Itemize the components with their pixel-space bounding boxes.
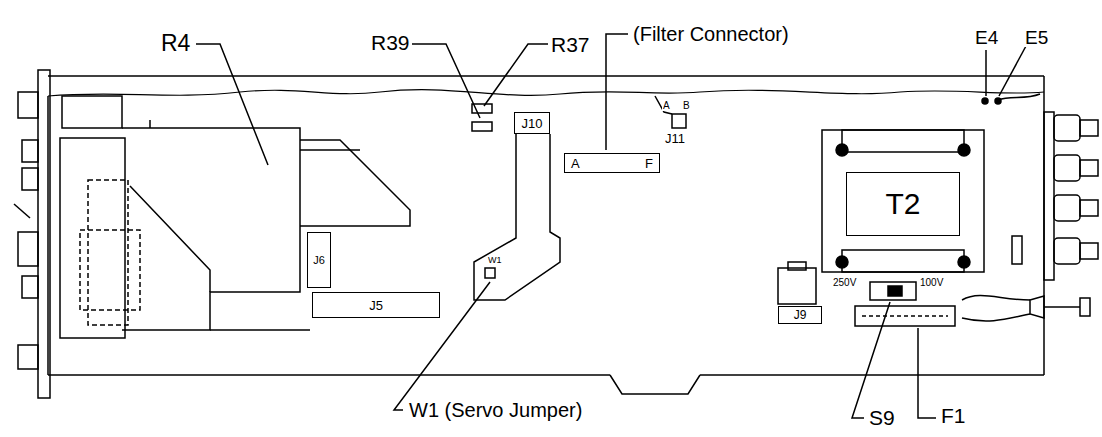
part-callout: E5 (1024, 28, 1049, 47)
part-label: J5 (369, 298, 383, 313)
connector-block: J6 (307, 232, 331, 288)
callout-note: W1 (Servo Jumper) (408, 400, 583, 420)
voltage-mark: 100V (919, 278, 944, 288)
pin-name: B (682, 101, 691, 111)
callout-note: (Filter Connector) (632, 24, 790, 44)
jumper-name: W1 (487, 256, 503, 265)
part-callout: S9 (868, 407, 896, 428)
part-callout: J11 (664, 132, 686, 145)
part-label: F (645, 156, 653, 171)
transformer-core: T2 (846, 172, 960, 236)
part-label: T2 (885, 187, 920, 221)
part-label: J6 (313, 254, 325, 266)
part-label: A (571, 156, 580, 171)
part-label: J10 (522, 116, 543, 131)
part-callout: R37 (550, 34, 591, 55)
filter-connector: AF (564, 153, 660, 173)
connector-block: J5 (312, 292, 440, 318)
pin-name: A (662, 101, 671, 111)
part-callout: F1 (940, 405, 967, 426)
part-callout: R39 (370, 32, 411, 53)
part-callout: E4 (974, 28, 999, 47)
connector-block: J9 (778, 306, 822, 324)
voltage-mark: 250V (832, 278, 857, 288)
part-label: J9 (794, 308, 807, 322)
connector-block: J10 (514, 112, 550, 134)
part-callout: R4 (160, 32, 191, 55)
